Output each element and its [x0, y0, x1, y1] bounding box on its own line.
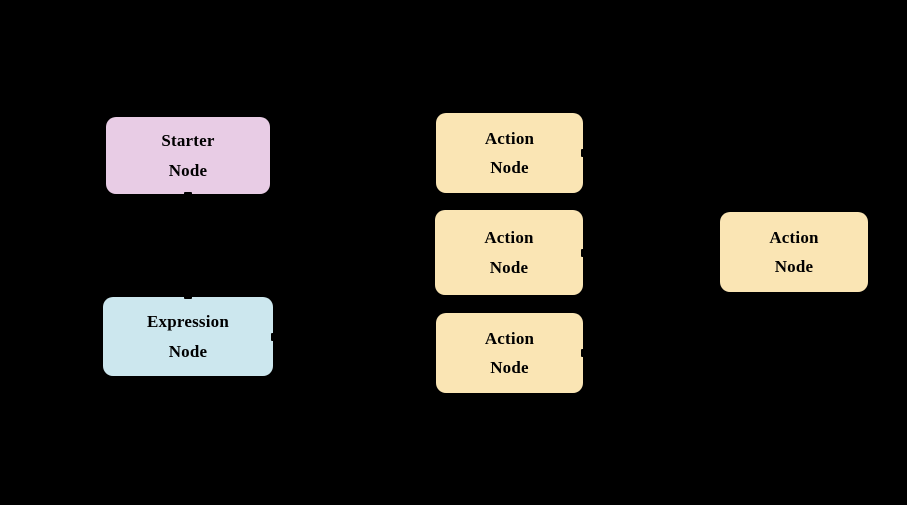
- node-label-line-1: Action: [769, 227, 819, 247]
- connection-port-bottom-icon[interactable]: [184, 192, 192, 195]
- node-label-line-2: Node: [489, 257, 529, 277]
- node-label-line-2: Node: [490, 158, 529, 177]
- node-label-line-1: Expression: [147, 312, 229, 332]
- node-label-line-1: Action: [484, 228, 534, 248]
- connection-port-top-icon[interactable]: [184, 296, 192, 299]
- connection-port-right-icon[interactable]: [271, 332, 274, 341]
- connection-port-right-icon[interactable]: [581, 349, 584, 357]
- connection-port-right-icon[interactable]: [581, 248, 584, 257]
- node-label-line-1: Starter: [161, 131, 215, 151]
- node-label-line-2: Node: [168, 341, 208, 361]
- connection-port-right-icon[interactable]: [581, 149, 584, 157]
- node-label-line-2: Node: [168, 160, 208, 180]
- node-label-line-2: Node: [490, 358, 529, 377]
- node-label-line-1: Action: [484, 328, 535, 348]
- node-label-line-1: Action: [484, 128, 535, 148]
- node-label-line-2: Node: [774, 257, 814, 276]
